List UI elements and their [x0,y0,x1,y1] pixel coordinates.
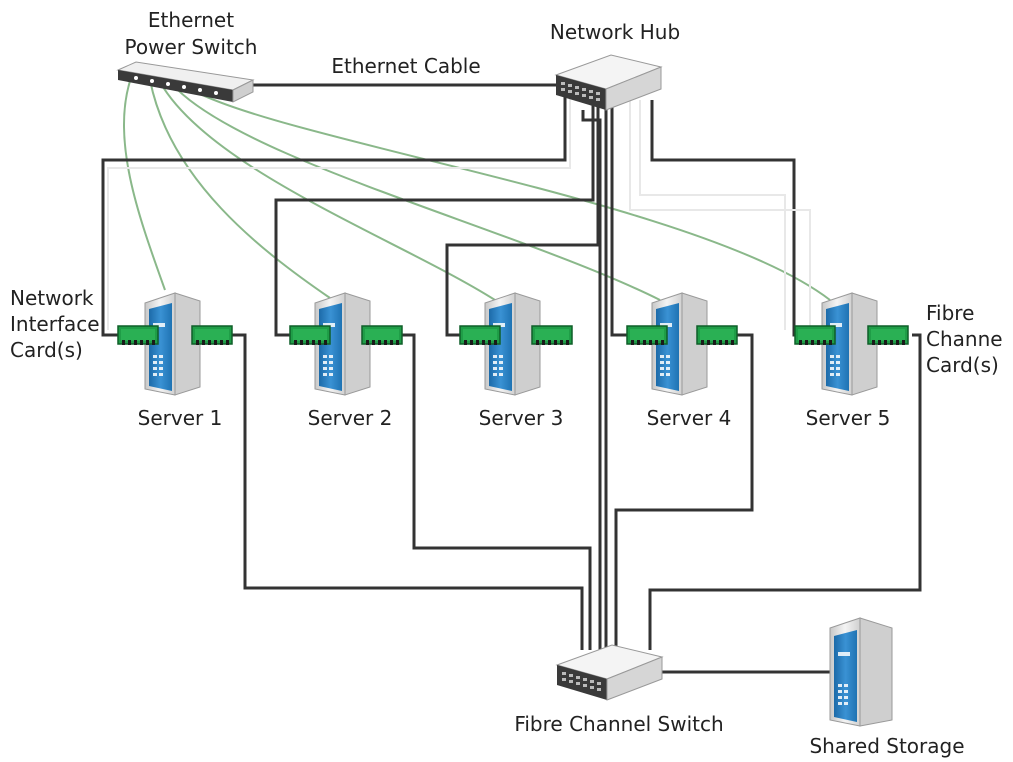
server-4-nic [626,325,668,346]
server-5-nic [794,325,836,346]
server-1-label: Server 1 [138,406,223,430]
nic-label-line3: Card(s) [10,338,83,362]
server-2-nic [289,325,331,346]
shared-storage [829,617,893,727]
power-cable-server-1 [122,77,166,291]
power-switch-label-line1: Ethernet [148,8,234,32]
ethernet-power-switch [116,61,255,103]
nic-label-line2: Interface [10,312,100,336]
power-cable-server-5 [184,85,831,301]
server-1-fc-card [191,325,233,346]
ethernet-cables [101,83,796,337]
power-cable-server-2 [149,79,331,299]
fc-switch-label: Fibre Channel Switch [514,712,723,736]
server-3-nic [459,325,501,346]
power-switch-label-line2: Power Switch [125,35,258,59]
hub-to-server-4-cable [610,100,627,337]
server-2-label: Server 2 [308,406,393,430]
fibre-cables [232,110,922,674]
server-3-fc-cable [581,110,602,650]
server-5-fc-cable [648,333,922,650]
shared-storage-label: Shared Storage [809,734,964,758]
network-hub [554,54,663,111]
hub-to-server-2-cable [274,100,595,337]
hub-to-server-3-cable [445,100,600,337]
server-3-fc-card [531,325,573,346]
power-cable-server-4 [171,83,661,301]
server-2-fc-card [361,325,403,346]
hub-to-server-1-cable [101,95,567,337]
server-4-fc-card [696,325,738,346]
fc-card-label-line1: Fibre [926,301,974,325]
server-1-fc-cable [232,333,584,650]
fc-card-label-line2: Channe [926,327,1003,351]
server-4-label: Server 4 [647,406,732,430]
fc-card-label-line3: Card(s) [926,353,999,377]
nic-label-line1: Network [10,286,94,310]
ethernet-cable-label: Ethernet Cable [331,54,480,78]
network-hub-label: Network Hub [550,20,680,44]
server-4-fc-cable [614,333,754,650]
server-3-label: Server 3 [479,406,564,430]
server-5-fc-card [867,325,909,346]
fibre-channel-switch [555,644,664,701]
power-cables [122,77,831,301]
server-1-nic [117,325,159,346]
server-5-label: Server 5 [806,406,891,430]
server-2-fc-cable [402,333,592,650]
